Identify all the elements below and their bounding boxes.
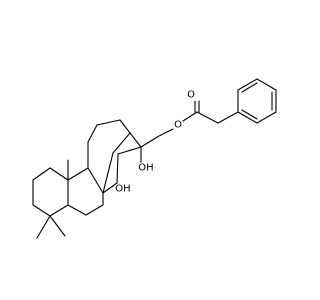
hydroxyl-label-ring: OH [115, 184, 130, 195]
phenyl-ring [237, 78, 277, 124]
carbonyl-oxygen-label: O [187, 90, 195, 101]
phenylacetate-chain [140, 100, 239, 148]
bridged-ring [87, 119, 142, 194]
hydroxyl-label-bridge: OH [138, 163, 153, 174]
molecule-structure: O O OH OH [32, 78, 277, 239]
fused-rings [32, 159, 104, 239]
ester-oxygen-label: O [174, 120, 182, 131]
